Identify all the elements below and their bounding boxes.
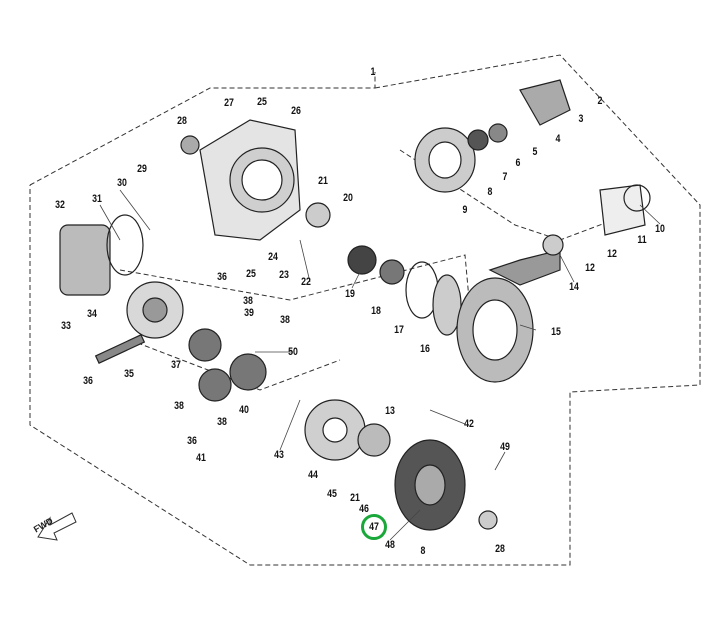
callout-label: 28 xyxy=(495,543,505,555)
callout-label: 9 xyxy=(462,204,468,216)
callout-label: 22 xyxy=(301,276,311,288)
callout-label: 50 xyxy=(288,346,298,358)
callout-label: 23 xyxy=(279,269,289,281)
callout-label: 46 xyxy=(359,503,369,515)
callout-label: 19 xyxy=(345,288,355,300)
callout-label: 21 xyxy=(350,492,360,504)
callout-label: 48 xyxy=(385,539,395,551)
fwd-arrow-icon xyxy=(37,512,77,541)
callout-label: 25 xyxy=(257,96,267,108)
callout-label: 16 xyxy=(420,343,430,355)
callout-label: 37 xyxy=(171,359,181,371)
callout-label: 40 xyxy=(239,404,249,416)
callout-label: 39 xyxy=(244,307,254,319)
callout-label: 18 xyxy=(371,305,381,317)
callout-label: 33 xyxy=(61,320,71,332)
callout-label: 38 xyxy=(280,314,290,326)
callout-label: 31 xyxy=(92,193,102,205)
callout-label: 2 xyxy=(597,95,603,107)
callout-label: 14 xyxy=(569,281,579,293)
callout-label: 36 xyxy=(217,271,227,283)
callout-label: 4 xyxy=(555,133,561,145)
callout-label: 43 xyxy=(274,449,284,461)
callout-label: 12 xyxy=(607,248,617,260)
callout-label: 32 xyxy=(55,199,65,211)
callout-label: 25 xyxy=(246,268,256,280)
callout-label: 38 xyxy=(243,295,253,307)
callout-label: 13 xyxy=(385,405,395,417)
callout-label: 28 xyxy=(177,115,187,127)
callout-label: 36 xyxy=(83,375,93,387)
callout-label: 5 xyxy=(532,146,538,158)
callout-label: 36 xyxy=(187,435,197,447)
callout-label: 7 xyxy=(502,171,508,183)
part-shapes xyxy=(59,79,651,531)
callout-label: 11 xyxy=(637,234,647,246)
callout-label: 38 xyxy=(174,400,184,412)
callout-label: 17 xyxy=(394,324,404,336)
callout-label: 34 xyxy=(87,308,97,320)
callout-label: 15 xyxy=(551,326,561,338)
callout-label: 8 xyxy=(487,186,493,198)
callout-label: 41 xyxy=(196,452,206,464)
callout-label: 3 xyxy=(578,113,584,125)
callout-label: 8 xyxy=(420,545,426,557)
highlight-circle xyxy=(361,514,387,540)
callout-label: 26 xyxy=(291,105,301,117)
callout-label: 38 xyxy=(217,416,227,428)
callout-label: 27 xyxy=(224,97,234,109)
callout-label: 42 xyxy=(464,418,474,430)
callout-label: 45 xyxy=(327,488,337,500)
callout-label: 6 xyxy=(515,157,521,169)
callout-label: 35 xyxy=(124,368,134,380)
callout-label: 12 xyxy=(585,262,595,274)
callout-label: 30 xyxy=(117,177,127,189)
callout-label: 1 xyxy=(370,66,376,78)
callout-label: 44 xyxy=(308,469,318,481)
leader-lines xyxy=(99,189,661,541)
callout-label-highlighted[interactable]: 47 xyxy=(369,521,379,533)
callout-label: 24 xyxy=(268,251,278,263)
callout-label: 10 xyxy=(655,223,665,235)
callout-label: 49 xyxy=(500,441,510,453)
callout-label: 21 xyxy=(318,175,328,187)
callout-label: 29 xyxy=(137,163,147,175)
callout-label: 20 xyxy=(343,192,353,204)
